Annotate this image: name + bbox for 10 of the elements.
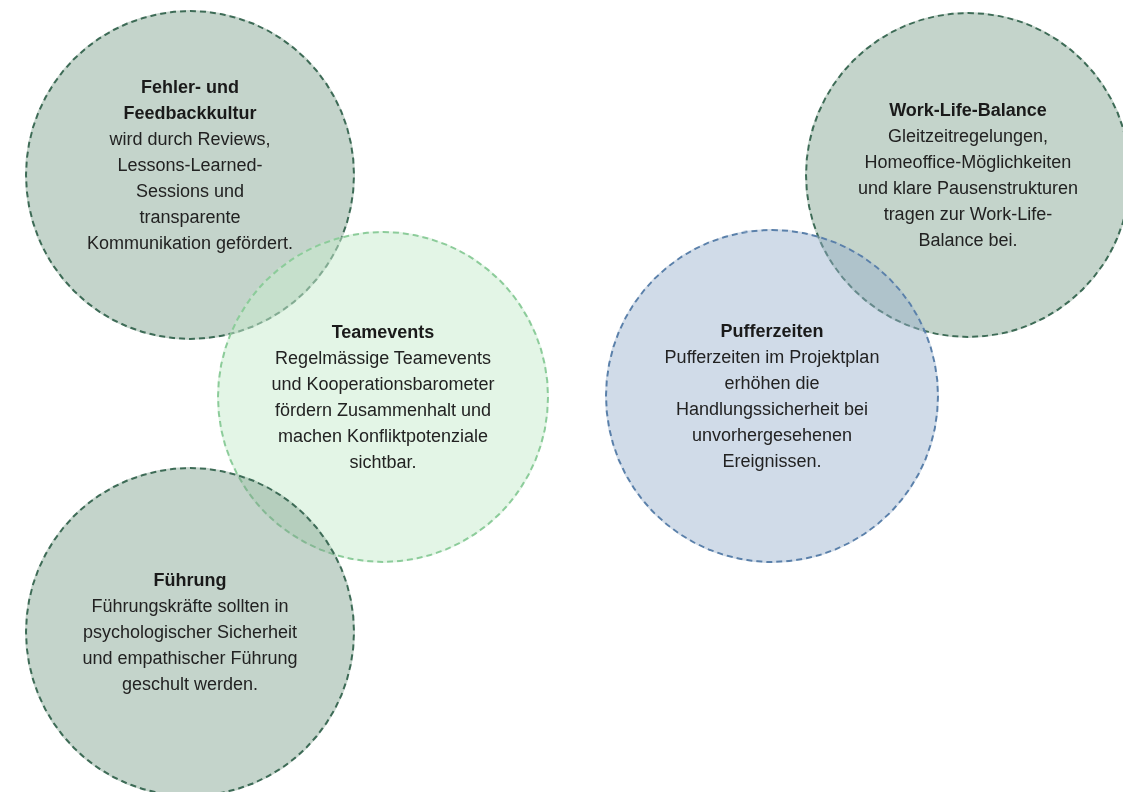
circle-text: Pufferzeiten im Projektplan erhöhen die Handlungssicherheit bei unvorhergesehenen Ereignissen. bbox=[663, 346, 881, 473]
circle-heading: Pufferzeiten bbox=[719, 320, 825, 343]
circle-heading: Fehler- und Feedbackkultur bbox=[122, 76, 258, 125]
circle-heading: Work-Life-Balance bbox=[888, 99, 1048, 122]
circle-text: Führungskräfte sollten in psychologischer Sicherheit und empathischer Führung geschult werden. bbox=[81, 595, 299, 696]
circle-text: Regelmässige Teamevents und Kooperationsbarometer fördern Zusammenhalt und machen Konfliktpotenziale sichtbar. bbox=[270, 347, 496, 474]
circle-heading: Führung bbox=[152, 569, 228, 592]
circle-heading: Teamevents bbox=[330, 321, 436, 344]
circle-text: Gleitzeitregelungen, Homeoffice-Möglichkeiten und klare Pausenstrukturen tragen zur Work-Life-Balance bei. bbox=[856, 125, 1080, 252]
circle-text: wird durch Reviews, Lessons-Learned-Sessions und transparente Kommunikation gefördert. bbox=[85, 128, 295, 255]
